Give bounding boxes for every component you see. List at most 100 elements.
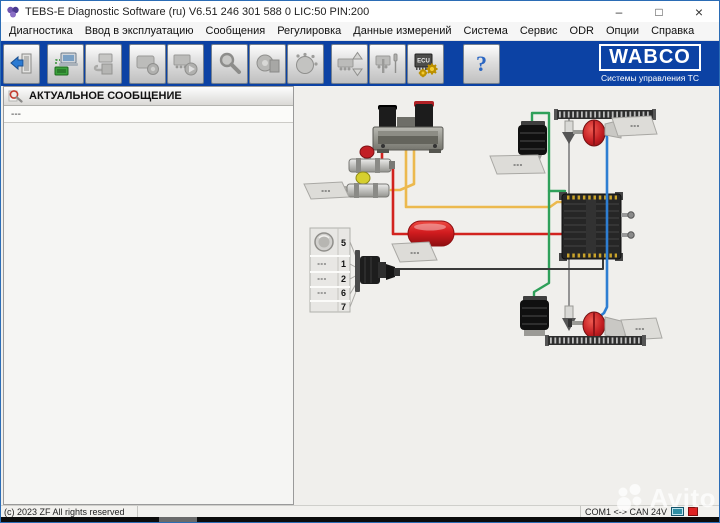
- current-message: ---: [11, 108, 21, 120]
- current-message-row[interactable]: ---: [4, 106, 293, 123]
- svg-text:---: ---: [410, 248, 420, 257]
- exit-door-icon: [9, 53, 31, 73]
- minimize-button[interactable]: –: [615, 4, 623, 19]
- menu-adjustment[interactable]: Регулировка: [277, 25, 342, 37]
- wabco-logo: WABCO: [599, 44, 701, 71]
- print-data-icon: [93, 53, 112, 74]
- inspect-button[interactable]: [211, 43, 248, 84]
- svg-text:---: ---: [635, 324, 645, 333]
- taskbar-strip: [1, 517, 719, 522]
- chassis-tools-icon: [375, 53, 397, 73]
- message-panel-title: АКТУАЛЬНОЕ СООБЩЕНИЕ: [29, 90, 182, 102]
- port-number: 7: [341, 302, 346, 312]
- valve-cam-button[interactable]: [287, 43, 324, 84]
- status-copyright: (c) 2023 ZF All rights reserved: [1, 506, 138, 517]
- trailer-icon: [136, 55, 159, 75]
- park-release-valve[interactable]: [372, 101, 444, 153]
- ebs-ecu-modulator[interactable]: [559, 192, 635, 261]
- message-panel-header: АКТУАЛЬНОЕ СООБЩЕНИЕ: [4, 87, 293, 106]
- connect-ecu-button[interactable]: [47, 43, 84, 84]
- yellow-coupling-line: [389, 148, 416, 192]
- magnifier-icon: [219, 52, 241, 74]
- green-suspension-line: [530, 111, 551, 303]
- yellow-control-line: [404, 148, 567, 209]
- coupling-yellow-label: ---: [303, 181, 350, 200]
- menu-odr[interactable]: ODR: [569, 25, 594, 37]
- svg-text:---: ---: [321, 186, 331, 195]
- reservoir-label: ---: [391, 241, 438, 263]
- level-control-icon: [337, 51, 363, 76]
- can-indicator-icon: [671, 507, 685, 516]
- maximize-button[interactable]: □: [655, 4, 663, 19]
- port-value: ---: [317, 259, 327, 268]
- air-spring-rear[interactable]: [520, 296, 549, 336]
- port-number: 6: [341, 288, 346, 298]
- air-spring-front-label: ---: [489, 154, 546, 175]
- message-magnifier-icon: [8, 90, 23, 103]
- toolbar: ECU ? WABCO Системы: [1, 41, 719, 86]
- help-icon: ?: [476, 50, 487, 76]
- port-number: 5: [341, 238, 346, 248]
- wheel-speed-sensor-front[interactable]: [562, 120, 576, 144]
- wabco-logo-area: WABCO Системы управления ТС: [581, 41, 719, 86]
- menu-service[interactable]: Сервис: [519, 25, 558, 37]
- menu-measured-data[interactable]: Данные измерений: [353, 25, 452, 37]
- start-test-icon: [173, 54, 197, 75]
- start-test-button[interactable]: [167, 43, 204, 84]
- menu-bar: Диагностика Ввод в эксплуатацию Сообщени…: [1, 22, 719, 41]
- level-control-button[interactable]: [331, 43, 368, 84]
- port-number: 2: [341, 274, 346, 284]
- ecu-test-ports: [621, 211, 635, 239]
- status-connection-segment: COM1 <-> CAN 24V: [581, 506, 719, 517]
- status-bar: (c) 2023 ZF All rights reserved COM1 <->…: [1, 505, 719, 517]
- svg-text:---: ---: [630, 121, 640, 130]
- menu-messages[interactable]: Сообщения: [205, 25, 266, 37]
- brake-chamber-rear[interactable]: [568, 311, 626, 341]
- ecu-icon-text: ECU: [417, 58, 430, 64]
- ecu-parameters-button[interactable]: ECU: [407, 43, 444, 84]
- pneumatic-lines: [371, 111, 604, 320]
- svg-text:---: ---: [513, 160, 523, 169]
- close-button[interactable]: ×: [694, 3, 704, 20]
- schematic-area: 5 1 2 6 7 --- --- ---: [295, 86, 719, 505]
- axle-front: [554, 109, 656, 120]
- error-indicator-icon: [688, 507, 699, 516]
- ecu-parameters-icon: ECU: [414, 53, 437, 77]
- title-bar: TEBS-E Diagnostic Software (ru) V6.51 24…: [1, 1, 719, 22]
- exit-button[interactable]: [3, 43, 40, 84]
- brake-chamber-front-label: ---: [611, 115, 658, 137]
- menu-help[interactable]: Справка: [651, 25, 695, 37]
- app-icon: [7, 6, 19, 17]
- trailer-system-button[interactable]: [129, 43, 166, 84]
- power-cable: [397, 257, 604, 270]
- message-panel: АКТУАЛЬНОЕ СООБЩЕНИЕ ---: [3, 86, 294, 505]
- axle-rear: [545, 335, 646, 346]
- port-panel[interactable]: 5 1 2 6 7 --- --- ---: [309, 227, 360, 313]
- help-button[interactable]: ?: [463, 43, 500, 84]
- brake-disc-button[interactable]: [249, 43, 286, 84]
- gauge-icon: [314, 232, 334, 252]
- status-connection: COM1 <-> CAN 24V: [585, 506, 668, 517]
- menu-system[interactable]: Система: [463, 25, 508, 37]
- client-area: АКТУАЛЬНОЕ СООБЩЕНИЕ ---: [1, 86, 719, 505]
- print-data-button[interactable]: [85, 43, 122, 84]
- port-value: ---: [317, 274, 327, 283]
- wheel-speed-sensor-rear[interactable]: [562, 305, 576, 331]
- menu-commissioning[interactable]: Ввод в эксплуатацию: [84, 25, 194, 37]
- brake-system-schematic: 5 1 2 6 7 --- --- ---: [303, 101, 663, 346]
- brake-disc-icon: [256, 54, 279, 72]
- brake-chamber-rear-label: ---: [620, 317, 663, 341]
- connect-ecu-icon: [54, 52, 78, 75]
- status-spacer: [138, 506, 581, 517]
- wabco-tagline: Системы управления ТС: [600, 73, 700, 83]
- window-title: TEBS-E Diagnostic Software (ru) V6.51 24…: [25, 5, 370, 18]
- menu-diagnostics[interactable]: Диагностика: [9, 25, 73, 37]
- chassis-tools-button[interactable]: [369, 43, 406, 84]
- port-value: ---: [317, 288, 327, 297]
- air-reservoir[interactable]: [407, 220, 455, 247]
- coupling-head-supply-red[interactable]: [348, 145, 395, 173]
- diagnostic-connector[interactable]: [355, 250, 400, 292]
- menu-options[interactable]: Опции: [605, 25, 640, 37]
- valve-cam-icon: [295, 52, 318, 74]
